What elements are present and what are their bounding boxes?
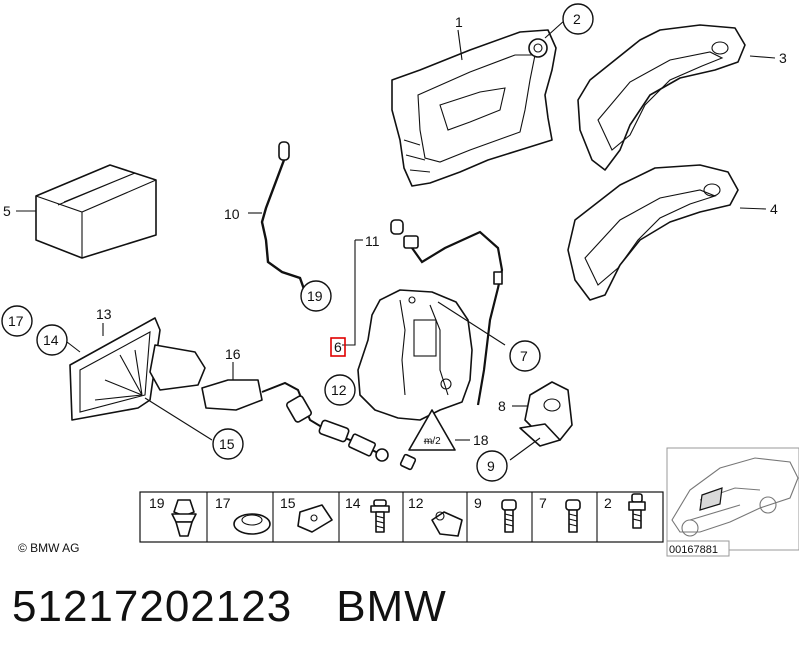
callout-17: 17 — [8, 313, 24, 329]
callout-19-circle — [300, 280, 332, 312]
callout-15: 15 — [219, 436, 235, 452]
bolt-14-icon — [370, 499, 390, 533]
strip-label-7: 7 — [539, 495, 547, 511]
bushing-12-icon — [431, 511, 463, 537]
strip-label-9: 9 — [474, 495, 482, 511]
callout-9: 9 — [487, 458, 495, 474]
callout-17-circle — [1, 305, 33, 337]
strip-label-17: 17 — [215, 495, 231, 511]
callout-19: 19 — [307, 288, 323, 304]
callout-10: 10 — [224, 206, 240, 222]
callout-15-circle — [212, 428, 244, 460]
fastener-strip: 19 17 15 14 12 9 7 2 — [139, 491, 664, 543]
screw-9-icon — [501, 499, 517, 533]
rod-part-10 — [248, 141, 307, 293]
callout-18: 18 — [473, 432, 489, 448]
callout-12: 12 — [331, 382, 347, 398]
callout-6: 6 — [334, 339, 342, 355]
door-lock-part-12 — [357, 289, 506, 421]
image-number: 00167881 — [669, 544, 718, 556]
strip-label-15: 15 — [280, 495, 296, 511]
callout-4: 4 — [770, 201, 778, 217]
callout-14: 14 — [43, 332, 59, 348]
brand-name: BMW — [336, 582, 447, 631]
svg-text:ᵯ/2: ᵯ/2 — [423, 436, 441, 447]
parts-diagram: ᵯ/2 00167881 19 17 15 14 12 9 7 2 — [1, 3, 799, 557]
strip-label-19: 19 — [149, 495, 165, 511]
callout-5: 5 — [3, 203, 11, 219]
callout-7: 7 — [520, 348, 528, 364]
striker-part-8 — [509, 381, 573, 461]
handle-carrier-part-1 — [391, 19, 566, 187]
callout-6-highlight — [330, 337, 346, 357]
screw-7-icon — [565, 499, 581, 533]
car-thumbnail: 00167881 — [666, 447, 799, 557]
callout-11: 11 — [365, 233, 380, 249]
callout-1: 1 — [455, 14, 463, 30]
grommet-17-icon — [233, 513, 271, 535]
outer-handle-part-3 — [577, 24, 776, 171]
callout-3: 3 — [779, 50, 787, 66]
callout-7-circle — [509, 340, 541, 372]
callout-12-circle — [324, 374, 356, 406]
callout-8: 8 — [498, 398, 506, 414]
strip-label-14: 14 — [345, 495, 361, 511]
callout-2: 2 — [573, 11, 581, 27]
callout-13: 13 — [96, 306, 112, 322]
box-part-5 — [16, 164, 157, 259]
callout-16: 16 — [225, 346, 241, 362]
wiring-part-16 — [144, 362, 417, 471]
clip-nut-15-icon — [297, 504, 333, 533]
callouts: 1 2 3 4 5 6 7 8 9 10 11 12 13 14 15 16 1… — [1, 3, 787, 482]
cable-part-11 — [342, 219, 504, 406]
actuator-part-13 — [69, 317, 206, 421]
warning-label-part-18: ᵯ/2 — [408, 409, 470, 451]
callout-9-circle — [476, 450, 508, 482]
outer-handle-part-4 — [567, 164, 767, 301]
callout-14-circle — [36, 324, 68, 356]
callout-2-circle — [562, 3, 594, 35]
copyright-text: © BMW AG — [18, 541, 80, 555]
clip-19-icon — [171, 499, 197, 537]
strip-label-2: 2 — [604, 495, 612, 511]
caption: 51217202123 BMW — [12, 582, 447, 632]
strip-label-12: 12 — [408, 495, 424, 511]
part-number: 51217202123 — [12, 582, 293, 631]
screw-2-icon — [628, 493, 646, 529]
